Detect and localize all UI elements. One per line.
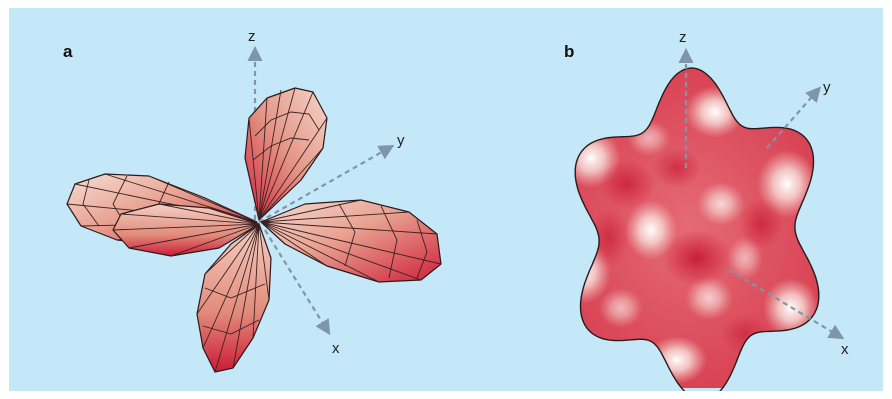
figure-svg: a z y — [9, 8, 883, 391]
figure: a z y — [9, 8, 883, 391]
axis-z-label-a: z — [248, 28, 256, 45]
axis-x-label-b: x — [841, 341, 849, 358]
axis-z-label-b: z — [679, 29, 687, 46]
axis-y-label-a: y — [397, 132, 405, 149]
panel-b: b — [549, 29, 849, 391]
axis-x-label-a: x — [332, 340, 340, 357]
panel-letter-b: b — [564, 42, 574, 61]
right-lobe — [261, 200, 441, 282]
panel-a: a z y — [63, 28, 441, 372]
upper-lobe — [245, 88, 327, 220]
axis-y-label-b: y — [823, 79, 831, 96]
six-lobe-surface — [549, 68, 829, 391]
panel-letter-a: a — [63, 42, 73, 61]
